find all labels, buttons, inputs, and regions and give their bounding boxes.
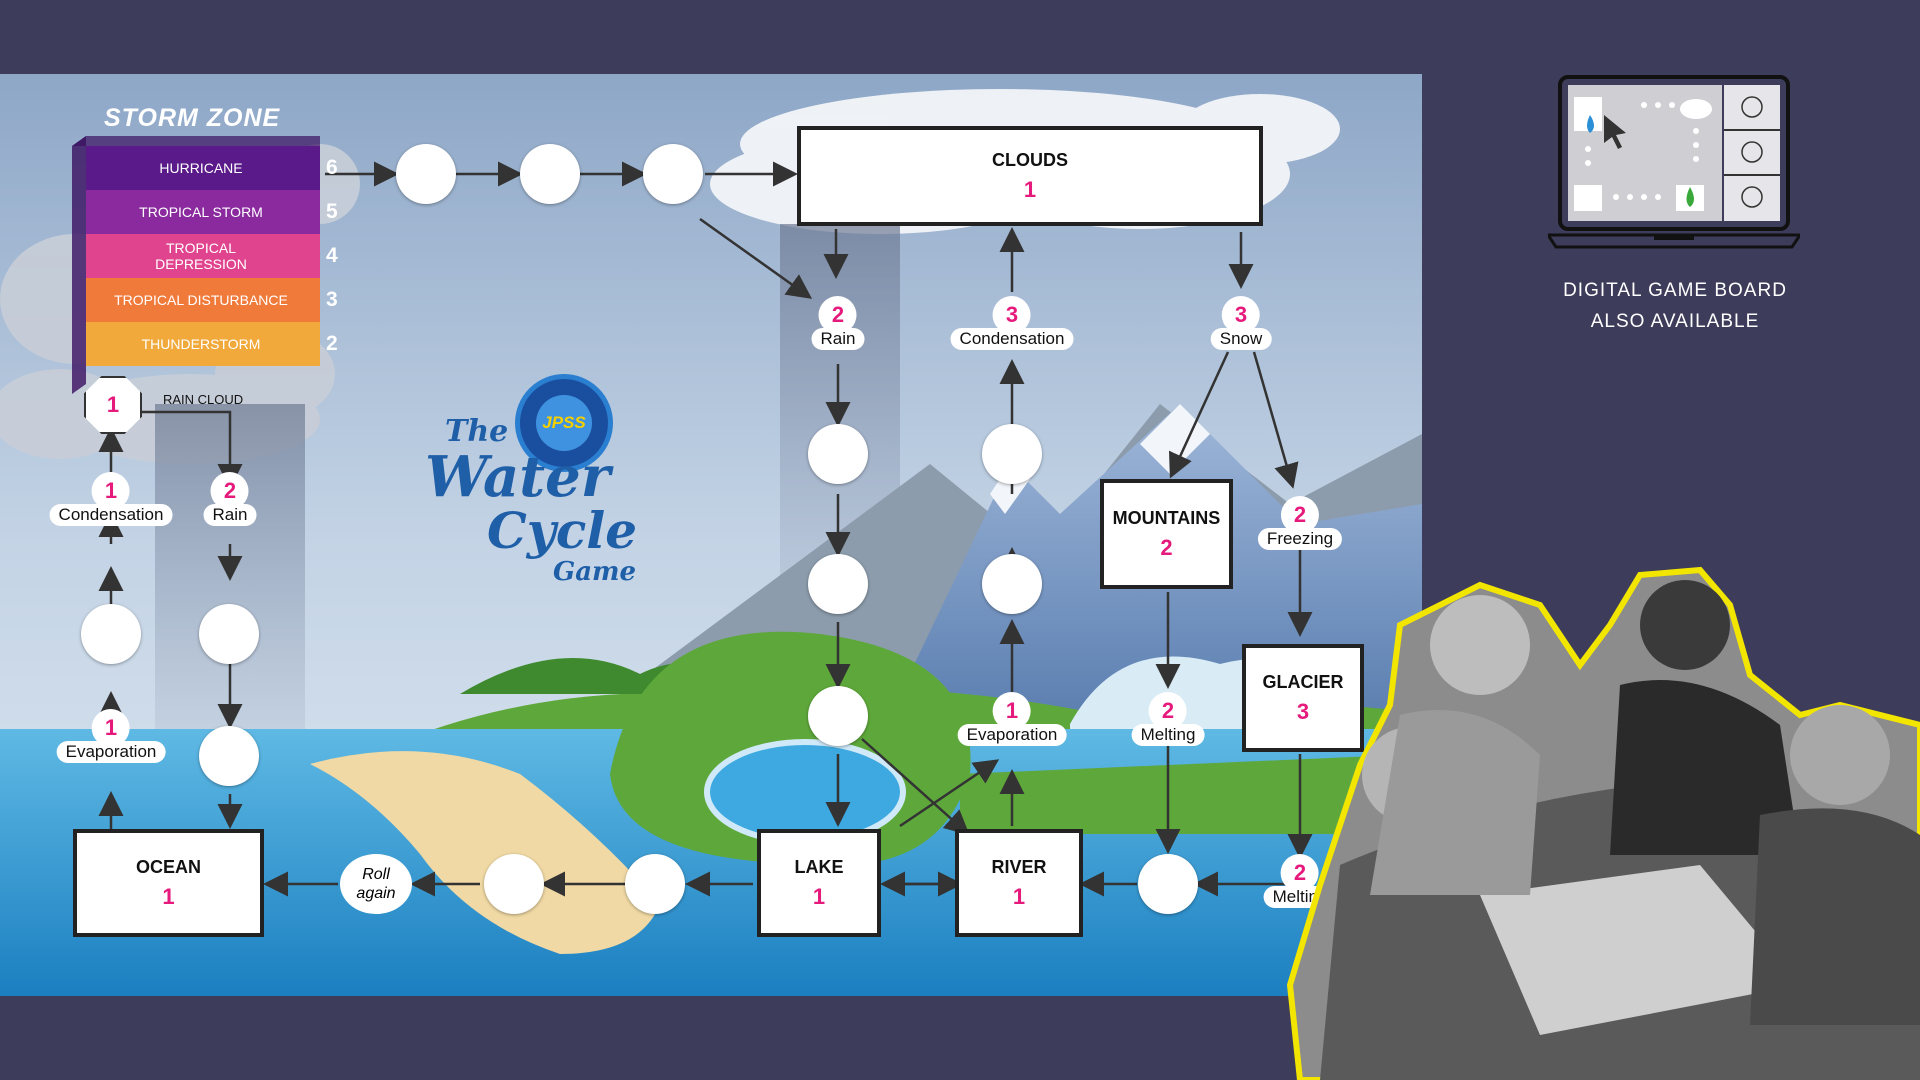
storm-level-value: 6 xyxy=(326,156,338,179)
storm-level-value: 3 xyxy=(326,288,338,311)
board-space[interactable] xyxy=(808,424,868,484)
clouds-value: 1 xyxy=(1023,176,1037,202)
storm-level-tropical-depression: TROPICAL DEPRESSION 4 xyxy=(86,234,338,278)
board-space[interactable] xyxy=(81,604,141,664)
laptop-caption-line2: ALSO AVAILABLE xyxy=(1590,311,1760,332)
storm-level-hurricane: HURRICANE 6 xyxy=(86,146,338,190)
ocean-name: OCEAN xyxy=(135,856,201,877)
mountains-name: MOUNTAINS xyxy=(1112,507,1221,528)
board-space[interactable] xyxy=(808,554,868,614)
board-space[interactable] xyxy=(484,854,544,914)
ocean-value: 1 xyxy=(162,883,175,909)
storm-level-tropical-disturbance: TROPICAL DISTURBANCE 3 xyxy=(86,278,338,322)
move-value: 2 xyxy=(819,296,857,334)
board-space[interactable] xyxy=(1138,854,1198,914)
move-value: 2 xyxy=(1281,854,1319,892)
roll-again-label: Roll again xyxy=(356,866,396,902)
game-title-line3: Cycle xyxy=(487,501,638,560)
move-label: Condensation xyxy=(950,328,1074,350)
glacier-box[interactable]: GLACIER 3 xyxy=(1242,644,1364,752)
move-value: 1 xyxy=(992,692,1031,730)
move-label: Evaporation xyxy=(957,724,1067,746)
laptop-caption-line1: DIGITAL GAME BOARD xyxy=(1563,280,1787,301)
storm-level-value: 4 xyxy=(326,244,338,267)
board-space[interactable] xyxy=(625,854,685,914)
move-label: Rain xyxy=(811,328,865,350)
board-space[interactable] xyxy=(199,726,259,786)
move-label: Snow xyxy=(1210,328,1272,350)
laptop-caption: DIGITAL GAME BOARD ALSO AVAILABLE xyxy=(1520,275,1830,337)
move-snow[interactable]: 3 Snow xyxy=(1210,296,1272,350)
jpss-logo-text: JPSS xyxy=(542,413,586,432)
move-label: Condensation xyxy=(49,504,173,526)
clouds-box[interactable]: CLOUDS 1 xyxy=(797,126,1263,226)
lake-value: 1 xyxy=(812,883,826,909)
mountains-value: 2 xyxy=(1160,534,1173,560)
move-value: 3 xyxy=(992,296,1031,334)
move-condensation-center[interactable]: 3 Condensation xyxy=(950,296,1074,350)
storm-level-name: TROPICAL DEPRESSION xyxy=(155,240,247,272)
lake-box[interactable]: LAKE 1 xyxy=(757,829,881,937)
storm-level-thunderstorm: THUNDERSTORM 2 xyxy=(86,322,338,366)
game-title-line1: The xyxy=(445,414,509,449)
board-space[interactable] xyxy=(643,144,703,204)
river-name: RIVER xyxy=(991,856,1047,877)
storm-level-name: THUNDERSTORM xyxy=(141,336,261,352)
kids-playing-photo xyxy=(1286,566,1920,1080)
move-value: 2 xyxy=(211,472,249,510)
river-box[interactable]: RIVER 1 xyxy=(955,829,1083,937)
board-space[interactable] xyxy=(520,144,580,204)
game-title-line4: Game xyxy=(553,557,637,587)
storm-level-value: 5 xyxy=(326,200,338,223)
move-melting-mountains[interactable]: 2 Melting xyxy=(1131,692,1205,746)
move-freezing[interactable]: 2 Freezing xyxy=(1257,496,1343,550)
board-space[interactable] xyxy=(982,424,1042,484)
laptop-icon xyxy=(1548,75,1800,249)
move-label: Evaporation xyxy=(56,741,166,763)
storm-level-name: TROPICAL STORM xyxy=(139,204,263,220)
move-evaporation-left[interactable]: 1 Evaporation xyxy=(56,709,166,763)
storm-level-name: TROPICAL DISTURBANCE xyxy=(114,292,288,308)
clouds-name: CLOUDS xyxy=(992,149,1068,170)
move-evaporation-center[interactable]: 1 Evaporation xyxy=(957,692,1067,746)
game-title-line2: Water xyxy=(425,444,611,510)
storm-zone-title: STORM ZONE xyxy=(104,104,281,132)
board-space[interactable] xyxy=(982,554,1042,614)
move-label: Rain xyxy=(203,504,257,526)
move-value: 3 xyxy=(1222,296,1260,334)
move-label: Melting xyxy=(1131,724,1205,746)
lake-name: LAKE xyxy=(794,856,844,877)
glacier-value: 3 xyxy=(1296,698,1310,724)
roll-again-space[interactable]: Roll again xyxy=(340,854,412,914)
rain-cloud-value: 1 xyxy=(106,392,120,417)
move-condensation-left[interactable]: 1 Condensation xyxy=(49,472,173,526)
board-space[interactable] xyxy=(808,686,868,746)
move-value: 1 xyxy=(91,472,130,510)
storm-level-name: HURRICANE xyxy=(159,160,243,176)
move-value: 1 xyxy=(91,709,130,747)
rain-cloud-label: RAIN CLOUD xyxy=(163,392,244,407)
move-rain-center[interactable]: 2 Rain xyxy=(811,296,865,350)
mountains-box[interactable]: MOUNTAINS 2 xyxy=(1100,479,1233,589)
glacier-name: GLACIER xyxy=(1262,671,1344,692)
jpss-logo: JPSS xyxy=(515,374,613,472)
jpss-logo-globe: JPSS xyxy=(536,395,592,451)
game-board: STORM ZONE HURRICANE 6 TROPICAL STORM 5 … xyxy=(0,74,1422,996)
move-label: Freezing xyxy=(1257,528,1343,550)
river-value: 1 xyxy=(1012,883,1026,909)
storm-level-tropical-storm: TROPICAL STORM 5 xyxy=(86,190,338,234)
move-rain-left[interactable]: 2 Rain xyxy=(203,472,257,526)
board-space[interactable] xyxy=(199,604,259,664)
move-value: 2 xyxy=(1280,496,1319,534)
board-space[interactable] xyxy=(396,144,456,204)
storm-level-value: 2 xyxy=(326,332,338,355)
move-value: 2 xyxy=(1149,692,1187,730)
game-title: The Water Cycle Game xyxy=(405,414,655,587)
rain-cloud-space[interactable]: 1 xyxy=(84,376,142,434)
ocean-box[interactable]: OCEAN 1 xyxy=(73,829,264,937)
